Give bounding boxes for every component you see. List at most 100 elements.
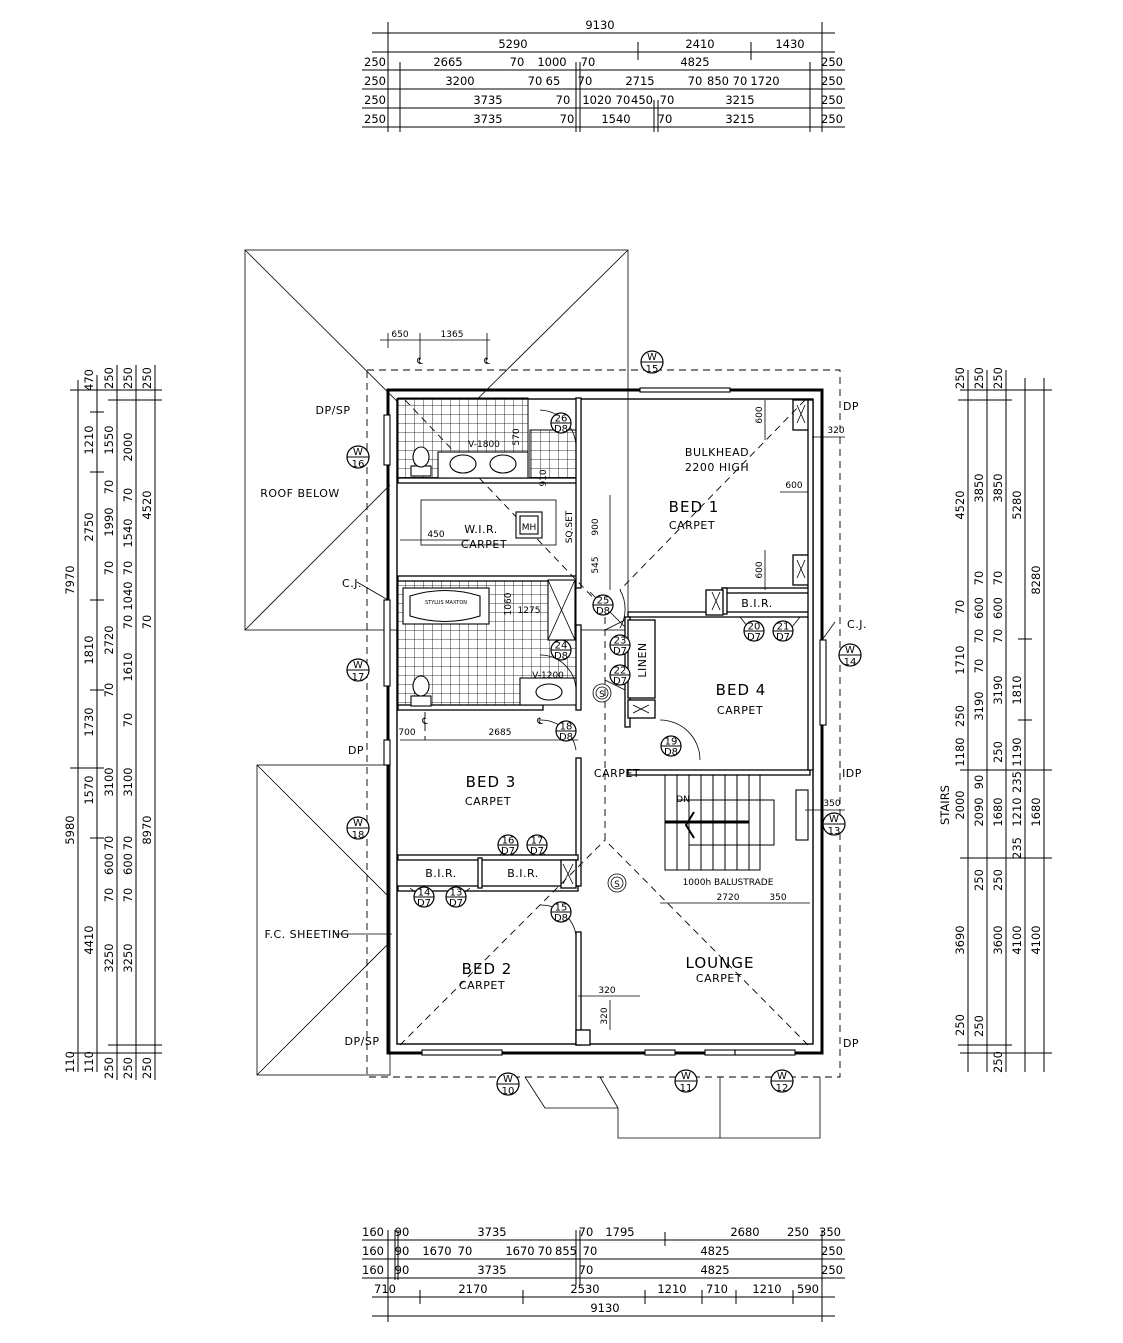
dimension-label: 70 [121, 615, 135, 630]
dimension-label: 4825 [700, 1244, 729, 1258]
centreline-icon: ℄ [536, 717, 543, 727]
dimension-label: 2720 [102, 625, 116, 654]
dimension-label: 3200 [445, 74, 474, 88]
bath-brand-label: STYLUS MAXTON [425, 600, 467, 606]
vanity-label: V-1800 [468, 440, 500, 450]
window-tag-prefix: W [353, 818, 363, 829]
window-tag-prefix: W [353, 660, 363, 671]
dimension-label: 450 [631, 93, 653, 107]
dimension-label: 70 [658, 112, 673, 126]
dimension-label: 250 [972, 1015, 986, 1037]
window-tag-number: 10 [502, 1086, 515, 1097]
dimension-label: 1550 [102, 425, 116, 454]
dimension-label: 590 [797, 1282, 819, 1296]
dimension-label: 250 [953, 1014, 967, 1036]
dimension-label: 1540 [121, 518, 135, 547]
dimension-label: 350 [819, 1225, 841, 1239]
bulkhead-label: BULKHEAD [685, 446, 749, 459]
dimension-label: 2090 [972, 797, 986, 826]
door-tag-type: D8 [554, 913, 568, 924]
dimension-label: 250 [121, 367, 135, 389]
dimension-label: 70 [556, 93, 571, 107]
window-tag-prefix: W [353, 447, 363, 458]
dimension-label: 70 [733, 74, 748, 88]
basin [449, 454, 477, 474]
room-name: BED 2 [462, 960, 513, 978]
dimension-label: 855 [555, 1244, 577, 1258]
dimension-label: 70 [688, 74, 703, 88]
door-tag-number: 15 [555, 903, 568, 914]
door-tag-type: D8 [559, 732, 573, 743]
basin [535, 683, 563, 701]
dimension-label: 160 [362, 1263, 384, 1277]
dimension-label: 3735 [473, 93, 502, 107]
dimension-label: 2715 [625, 74, 654, 88]
dimension-label: 2685 [489, 728, 512, 738]
internal-dimension-lines [335, 333, 845, 1030]
dimension-label: 3190 [991, 675, 1005, 704]
window-tag-prefix: W [845, 645, 855, 656]
dimension-label: 2000 [953, 790, 967, 819]
dimension-label: 70 [953, 600, 967, 615]
downpipe-label: DP/SP [345, 1035, 380, 1048]
dimension-label: 5290 [498, 37, 527, 51]
top-dimension-lines [362, 22, 845, 132]
dimension-label: 4825 [700, 1263, 729, 1277]
dimension-label: 70 [991, 629, 1005, 644]
dimension-label: 160 [362, 1244, 384, 1258]
dimension-label: 1190 [1010, 737, 1024, 766]
dimension-label: 545 [591, 556, 601, 573]
dimension-label: 250 [821, 93, 843, 107]
control-joint-label: C.J. [847, 618, 867, 631]
dimension-label: 250 [821, 112, 843, 126]
dimension-label: 250 [991, 1051, 1005, 1073]
dimension-label: 250 [821, 1263, 843, 1277]
door-tag-type: D7 [613, 646, 627, 657]
dimension-label: 70 [528, 74, 543, 88]
robe-label: B.I.R. [741, 597, 773, 610]
dimension-label: 70 [140, 615, 154, 630]
dimension-label: 70 [972, 659, 986, 674]
dimension-label: 90 [395, 1225, 410, 1239]
dimension-label: 1570 [82, 775, 96, 804]
bulkhead-height-label: 2200 HIGH [685, 461, 749, 474]
dimension-label: 4520 [140, 490, 154, 519]
window-tag-number: 14 [844, 657, 857, 668]
dimension-label: 1060 [504, 592, 514, 615]
dimension-label: 65 [546, 74, 561, 88]
dimension-label: 1680 [1029, 797, 1043, 826]
room-name: BED 1 [669, 498, 720, 516]
door-tag-type: D7 [747, 632, 761, 643]
dimension-label: 1000 [537, 55, 566, 69]
dimension-label: 250 [102, 367, 116, 389]
downpipe-label: IDP [842, 767, 862, 780]
dimension-label: 3850 [972, 473, 986, 502]
dimension-label: 90 [395, 1263, 410, 1277]
dimension-label: 1670 [505, 1244, 534, 1258]
dimension-label: 70 [991, 571, 1005, 586]
dimension-label: 70 [578, 74, 593, 88]
dimension-label: 3690 [953, 925, 967, 954]
door-tag-number: 21 [777, 622, 790, 633]
dimension-label: 3215 [725, 93, 754, 107]
room-name: W.I.R. [464, 523, 498, 536]
door-tag-number: 14 [418, 888, 431, 899]
dimension-label: 710 [706, 1282, 728, 1296]
window-tag-prefix: W [503, 1074, 513, 1085]
staircase[interactable] [664, 774, 775, 871]
dimension-label: 3250 [102, 943, 116, 972]
dimension-label: 1210 [657, 1282, 686, 1296]
dimension-label: 2530 [570, 1282, 599, 1296]
dimension-label: 2665 [433, 55, 462, 69]
dimension-label: 3735 [477, 1263, 506, 1277]
dimension-label: 320 [598, 986, 615, 996]
door-tag-type: D7 [449, 898, 463, 909]
door-tag-number: 25 [597, 596, 610, 607]
door-tag-number: 24 [555, 641, 568, 652]
dimension-label: 250 [364, 93, 386, 107]
dimension-label: 3100 [121, 767, 135, 796]
dimension-label: 1795 [605, 1225, 634, 1239]
door-tag-type: D8 [596, 606, 610, 617]
door-tag-type: D8 [554, 651, 568, 662]
